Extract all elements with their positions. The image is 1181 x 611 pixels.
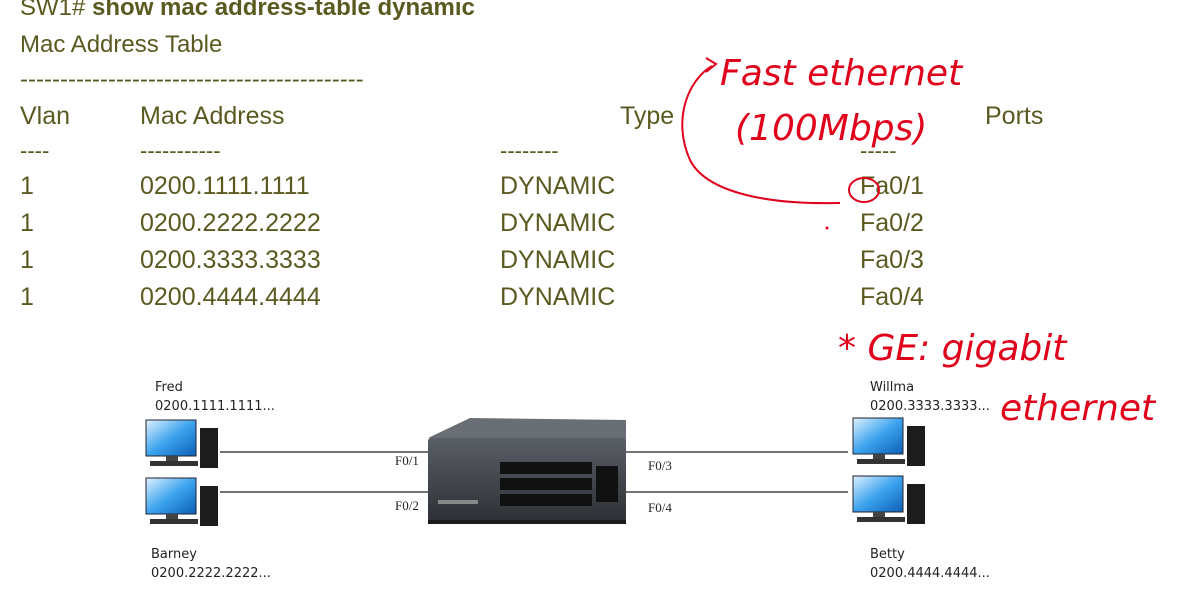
table-row: 1 0200.1111.1111 DYNAMIC Fa0/1	[0, 172, 1181, 208]
col-mac-address: Mac Address	[140, 102, 285, 130]
host-name: Fred	[155, 380, 183, 395]
cli-command: show mac address-table dynamic	[92, 0, 475, 21]
cell-vlan: 1	[20, 283, 34, 311]
cli-prompt: SW1#	[20, 0, 86, 21]
cell-type: DYNAMIC	[500, 283, 616, 311]
host-mac: 0200.4444.4444...	[870, 566, 990, 581]
col-vlan: Vlan	[20, 102, 71, 130]
table-row: 1 0200.4444.4444 DYNAMIC Fa0/4	[0, 283, 1181, 319]
port-label-f01: F0/1	[395, 453, 419, 468]
port-label-f03: F0/3	[648, 458, 672, 473]
host-name: Willma	[870, 380, 915, 395]
underline-vlan: ----	[20, 138, 50, 163]
col-type: Type	[620, 102, 675, 130]
host-name: Barney	[151, 547, 197, 562]
col-ports: Ports	[985, 102, 1044, 130]
cell-port: Fa0/2	[860, 209, 924, 237]
cell-port: Fa0/4	[860, 283, 924, 311]
underline-type: --------	[500, 138, 559, 163]
annotation-arrow-head	[705, 57, 718, 73]
host-barney-label: Barney 0200.2222.2222...	[151, 545, 271, 583]
host-willma-label: Willma 0200.3333.3333...	[870, 378, 990, 416]
cell-vlan: 1	[20, 246, 34, 274]
cell-type: DYNAMIC	[500, 246, 616, 274]
cell-port: Fa0/3	[860, 246, 924, 274]
host-fred-label: Fred 0200.1111.1111...	[155, 378, 275, 416]
annotation-ge-gigabit: * GE: gigabit	[838, 328, 1068, 369]
cell-port: Fa0/1	[860, 172, 924, 200]
host-mac: 0200.3333.3333...	[870, 399, 990, 414]
pc-willma-icon	[852, 417, 925, 466]
host-name: Betty	[870, 547, 905, 562]
table-row: 1 0200.2222.2222 DYNAMIC Fa0/2	[0, 209, 1181, 245]
switch-icon	[428, 418, 626, 524]
pc-barney-icon	[145, 477, 218, 526]
host-mac: 0200.2222.2222...	[151, 566, 271, 581]
cell-mac: 0200.2222.2222	[140, 209, 321, 237]
host-mac: 0200.1111.1111...	[155, 399, 275, 414]
cell-type: DYNAMIC	[500, 172, 616, 200]
table-title: Mac Address Table	[20, 31, 223, 58]
cell-vlan: 1	[20, 209, 34, 237]
port-label-f02: F0/2	[395, 498, 419, 513]
table-underline-row: ---- ----------- -------- -----	[0, 138, 1181, 174]
annotation-fast-ethernet: Fast ethernet	[720, 53, 964, 94]
annotation-ethernet: ethernet	[1000, 388, 1157, 429]
table-header-row: Vlan Mac Address Type Ports	[0, 102, 1181, 138]
table-row: 1 0200.3333.3333 DYNAMIC Fa0/3	[0, 246, 1181, 282]
host-betty-label: Betty 0200.4444.4444...	[870, 545, 990, 583]
cell-vlan: 1	[20, 172, 34, 200]
underline-mac: -----------	[140, 138, 221, 163]
cell-mac: 0200.3333.3333	[140, 246, 321, 274]
command-line: SW1# show mac address-table dynamic	[20, 0, 475, 22]
title-separator: ----------------------------------------…	[20, 66, 364, 93]
underline-ports: -----	[860, 138, 897, 163]
cell-type: DYNAMIC	[500, 209, 616, 237]
pc-betty-icon	[852, 475, 925, 524]
cell-mac: 0200.4444.4444	[140, 283, 321, 311]
cell-mac: 0200.1111.1111	[140, 172, 310, 200]
pc-fred-icon	[145, 419, 218, 468]
port-label-f04: F0/4	[648, 500, 672, 515]
